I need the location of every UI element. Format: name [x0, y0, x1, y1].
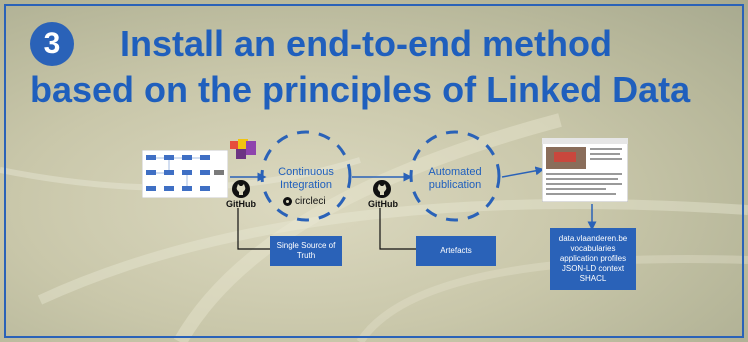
circleci-label: circleci — [295, 196, 326, 207]
box-source-line2: Truth — [296, 251, 316, 260]
output-item: JSON-LD context — [561, 264, 625, 273]
output-item: SHACL — [579, 274, 607, 283]
title-line-1: Install an end-to-end method — [120, 23, 612, 64]
stage1-line2: Integration — [280, 179, 332, 191]
box-single-source-of-truth: Single Source of Truth — [270, 236, 342, 266]
circleci-logo: circleci — [283, 196, 326, 207]
github-icon — [373, 180, 391, 198]
slide-border — [4, 4, 744, 338]
stage-continuous-integration: Continuous Integration — [270, 166, 342, 192]
github-label-2: GitHub — [368, 199, 398, 209]
circleci-icon — [283, 197, 292, 206]
output-item: vocabularies — [570, 244, 616, 253]
uml-diagram-icon — [142, 150, 228, 198]
github-label-1: GitHub — [226, 199, 256, 209]
box-artefacts-label: Artefacts — [440, 246, 472, 255]
output-item: application profiles — [559, 254, 627, 263]
output-item: data.vlaanderen.be — [558, 234, 628, 243]
box-source-line1: Single Source of — [276, 241, 336, 250]
box-outputs: data.vlaanderen.be vocabularies applicat… — [550, 228, 636, 290]
stage2-line1: Automated — [428, 166, 482, 178]
stage-automated-publication: Automated publication — [419, 166, 491, 192]
stage1-line1: Continuous — [278, 166, 334, 178]
stage2-line2: publication — [428, 179, 482, 191]
github-icon — [232, 180, 250, 198]
title-line-2: based on the principles of Linked Data — [30, 69, 691, 110]
box-artefacts: Artefacts — [416, 236, 496, 266]
tool-logo-icon — [230, 139, 256, 159]
website-screenshot-icon — [542, 138, 628, 202]
step-number-badge: 3 — [30, 22, 74, 66]
